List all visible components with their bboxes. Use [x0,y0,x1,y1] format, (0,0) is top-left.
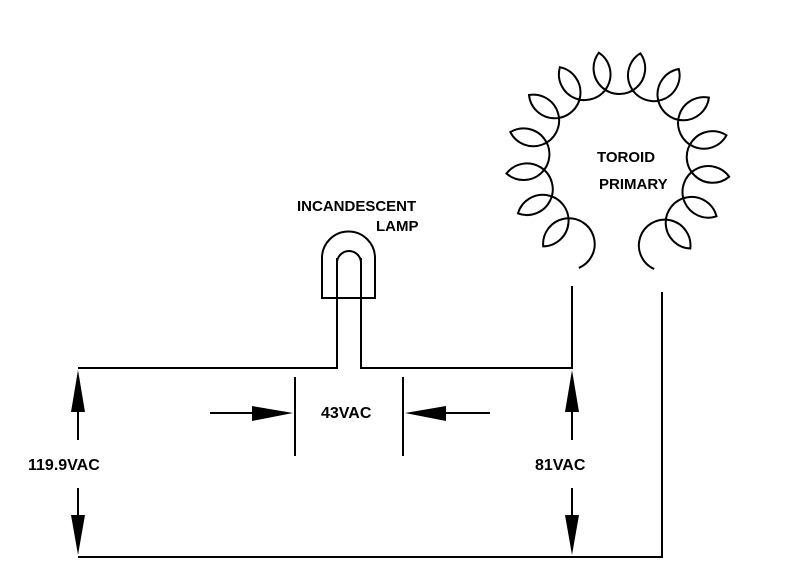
lamp-drop-arrowhead-left [252,406,293,421]
lamp-bulb [321,230,376,299]
toroid-voltage-label: 81VAC [535,457,586,474]
toroid-drop-arrowhead-up [565,370,579,412]
supply-arrowhead-up [71,370,85,412]
toroid-label-line2: PRIMARY [599,176,668,193]
wire-top-left [78,258,338,369]
wire-bottom [78,292,663,558]
supply-arrowhead-down [71,515,85,555]
supply-voltage-label: 119.9VAC [28,457,100,474]
lamp-filament [336,250,362,298]
wire-top-right [360,258,573,369]
toroid-primary-winding [505,51,731,270]
lamp-label-line2: LAMP [376,218,419,235]
toroid-label-line1: TOROID [597,149,655,166]
lamp-voltage-label: 43VAC [321,405,372,422]
lamp-drop-arrowhead-right [405,406,446,421]
lamp-label-line1: INCANDESCENT [297,198,416,215]
toroid-drop-arrowhead-down [565,515,579,555]
